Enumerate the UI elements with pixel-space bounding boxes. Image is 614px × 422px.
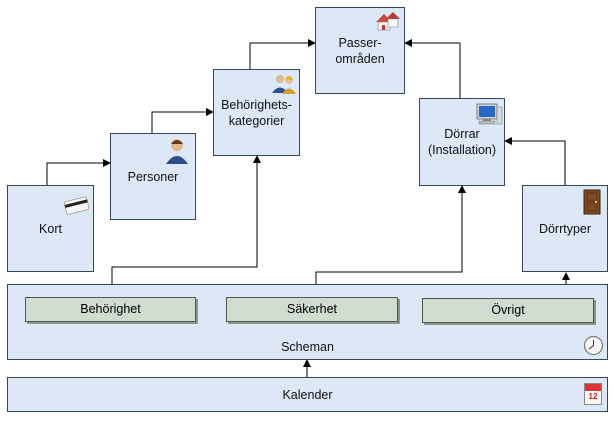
- node-dorrtyper[interactable]: Dörrtyper: [522, 185, 608, 272]
- clock-icon: [583, 335, 604, 356]
- users-icon: [272, 75, 296, 94]
- house-icon: [376, 12, 400, 31]
- card-icon: [63, 196, 90, 215]
- node-kort-label: Kort: [39, 221, 62, 236]
- node-kort[interactable]: Kort: [7, 185, 94, 272]
- node-kalender[interactable]: Kalender 12: [7, 377, 608, 412]
- connector-behorighet-kategorier: [111, 155, 261, 297]
- node-dorrar-label: Dörrar (Installation): [427, 127, 497, 157]
- node-behorighetskategorier-label: Behörighets- kategorier: [221, 97, 292, 128]
- person-icon: [166, 139, 188, 164]
- sub-behorighet[interactable]: Behörighet: [25, 297, 196, 322]
- sub-ovrigt[interactable]: Övrigt: [422, 298, 594, 323]
- connector-kategorier-passer: [249, 39, 316, 69]
- door-icon: [583, 189, 601, 215]
- node-behorighetskategorier[interactable]: Behörighets- kategorier: [213, 69, 300, 156]
- connector-personer-kategorier: [151, 108, 214, 133]
- connector-kort-personer: [46, 159, 111, 185]
- node-dorrar[interactable]: Dörrar (Installation): [419, 98, 505, 186]
- connector-dorrar-passer: [404, 39, 461, 98]
- sub-sakerhet[interactable]: Säkerhet: [226, 297, 398, 322]
- node-personer-label: Personer: [127, 169, 179, 184]
- node-dorrtyper-label: Dörrtyper: [538, 221, 592, 236]
- node-personer[interactable]: Personer: [110, 133, 196, 220]
- calendar-icon-text: 12: [588, 392, 598, 401]
- connector-sakerhet-dorrar: [315, 185, 466, 297]
- calendar-icon: 12: [584, 383, 602, 405]
- node-scheman-label: Scheman: [281, 340, 334, 354]
- node-passeromraden[interactable]: Passer- områden: [315, 7, 405, 94]
- computer-icon: [476, 103, 503, 125]
- node-kalender-label: Kalender: [282, 387, 333, 402]
- node-passeromraden-label: Passer- områden: [335, 35, 385, 66]
- connector-dorrtyper-dorrar: [504, 137, 566, 185]
